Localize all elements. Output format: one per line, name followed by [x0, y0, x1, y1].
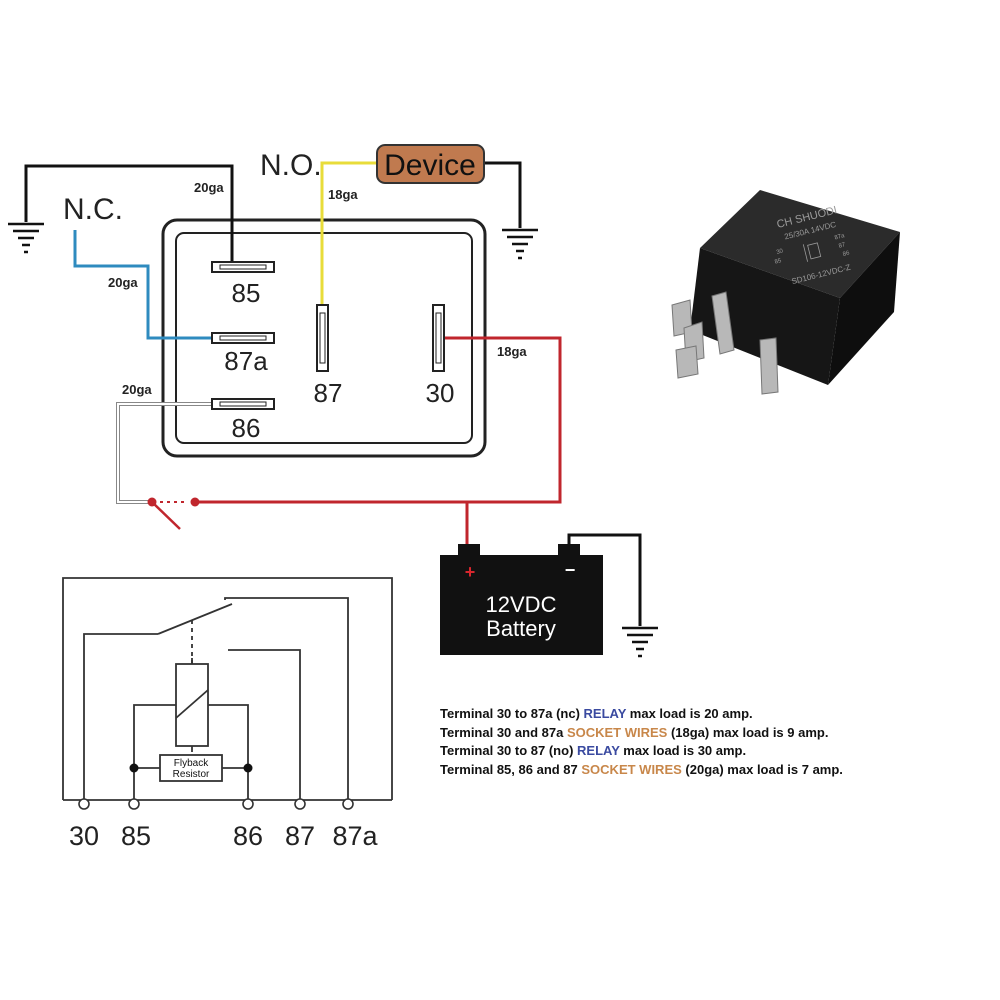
relay-product-image: CH SHUODI 25/30A 14VDC 30 85 87a 87 86 S…	[671, 190, 900, 395]
no-label: N.O.	[260, 149, 322, 182]
schematic-base	[63, 798, 392, 810]
wire-battery-ground	[567, 533, 642, 626]
relay-pin-87-mark: 87	[838, 242, 847, 250]
schematic-pin-30: 30	[69, 821, 99, 851]
terminal-86-blade	[211, 398, 275, 410]
terminal-85-label: 85	[232, 278, 261, 308]
keyword-socket-wires: SOCKET WIRES	[566, 724, 668, 740]
relay-pin-86-mark: 86	[842, 250, 851, 258]
relay-schematic	[62, 577, 393, 800]
keyword-relay: RELAY	[577, 743, 620, 758]
schematic-pin-86: 86	[233, 821, 263, 851]
schematic-pin-85: 85	[121, 821, 151, 851]
wire-85-ground	[24, 164, 234, 266]
terminal-87a-blade	[211, 332, 275, 344]
gauge-30-label: 18ga	[497, 344, 527, 359]
device-label: Device	[384, 149, 476, 182]
terminal-30-blade	[432, 304, 445, 372]
note-line: Terminal 85, 86 and 87 SOCKET WIRES (20g…	[440, 761, 843, 777]
ground-icon	[622, 626, 658, 658]
battery-plus: +	[465, 562, 476, 582]
battery-minus: −	[565, 560, 576, 580]
schematic-pin-87a: 87a	[332, 821, 378, 851]
note-line: Terminal 30 and 87a SOCKET WIRES (18ga) …	[440, 724, 829, 740]
load-notes: Terminal 30 to 87a (nc) RELAY max load i…	[440, 705, 980, 779]
terminal-85-blade	[211, 261, 275, 273]
terminal-30-label: 30	[426, 378, 455, 408]
gauge-87-label: 18ga	[328, 187, 358, 202]
wire-30-battery	[195, 336, 562, 504]
ground-icon	[502, 228, 538, 260]
terminal-86-label: 86	[232, 413, 261, 443]
terminal-87-blade	[316, 304, 329, 372]
battery-voltage: 12VDC	[486, 592, 557, 617]
gauge-85-label: 20ga	[194, 180, 224, 195]
keyword-relay: RELAY	[583, 706, 627, 721]
battery-label: Battery	[486, 616, 556, 641]
terminal-87a-label: 87a	[224, 346, 268, 376]
wire-87-no	[320, 161, 382, 305]
relay-pin-87a-mark: 87a	[834, 233, 846, 241]
wire-device-ground	[484, 161, 522, 228]
note-line: Terminal 30 to 87a (nc) RELAY max load i…	[440, 706, 753, 721]
flyback-label-2: Resistor	[173, 769, 210, 780]
ground-icon	[8, 222, 44, 254]
toggle-switch	[147, 497, 200, 530]
relay-pin-30-mark: 30	[776, 248, 785, 256]
wire-87a-nc	[73, 230, 232, 340]
device-box: Device	[376, 144, 485, 184]
keyword-socket-wires: SOCKET WIRES	[581, 761, 682, 777]
relay-pin-85-mark: 85	[774, 258, 783, 266]
nc-label: N.C.	[63, 193, 123, 226]
schematic-pin-87: 87	[285, 821, 315, 851]
flyback-label-1: Flyback	[174, 758, 209, 769]
gauge-86-label: 20ga	[122, 382, 152, 397]
battery: + − 12VDC Battery	[440, 544, 603, 655]
gauge-87a-label: 20ga	[108, 275, 138, 290]
terminal-87-label: 87	[314, 378, 343, 408]
note-line: Terminal 30 to 87 (no) RELAY max load is…	[440, 743, 747, 758]
